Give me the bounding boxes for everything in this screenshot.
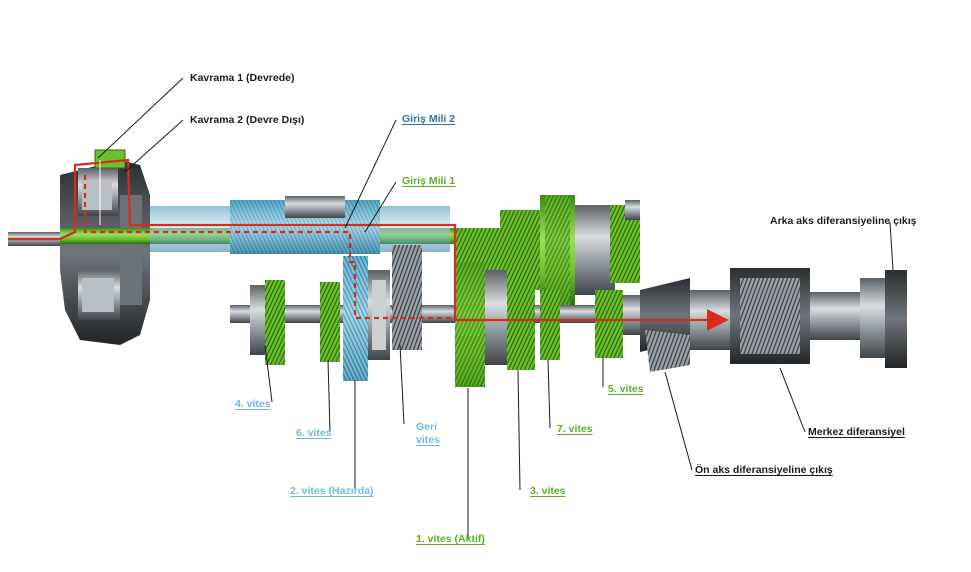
label-reverse-2: vites <box>416 434 440 446</box>
label-gear-5: 5. vites <box>608 383 644 395</box>
label-gear-7: 7. vites <box>557 423 593 435</box>
label-reverse-1: Geri <box>416 421 438 433</box>
label-gear-1: 1. vites (Aktif) <box>416 533 485 545</box>
clutch-housing <box>60 149 150 345</box>
leader-lines <box>97 77 894 538</box>
upper-gears <box>455 195 640 305</box>
label-gear-6: 6. vites <box>296 427 332 439</box>
power-flow <box>8 158 729 331</box>
label-gear-3: 3. vites <box>530 485 566 497</box>
label-clutch-1: Kavrama 1 (Devrede) <box>190 72 295 84</box>
reverse-gear <box>392 245 422 350</box>
label-clutch-2: Kavrama 2 (Devre Dışı) <box>190 114 305 126</box>
label-gear-4: 4. vites <box>235 398 271 410</box>
label-gear-2: 2. vites (Hazırda) <box>290 485 374 497</box>
label-input-shaft-2: Giriş Mili 2 <box>402 113 456 125</box>
label-center-differential: Merkez diferansiyel <box>808 426 905 438</box>
label-front-axle-output: Ön aks diferansiyeline çıkış <box>695 464 833 476</box>
front-axle-pinion <box>645 330 690 372</box>
label-input-shaft-1: Giriş Mili 1 <box>402 175 456 187</box>
label-rear-axle-output: Arka aks diferansiyeline çıkış <box>770 215 917 227</box>
